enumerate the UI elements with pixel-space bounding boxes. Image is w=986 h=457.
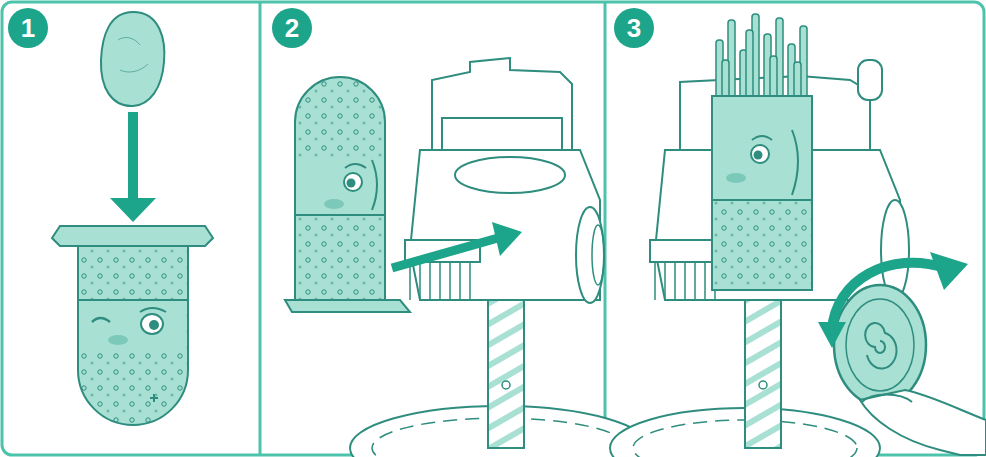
illustration-part	[140, 308, 166, 312]
chair-base	[610, 300, 880, 457]
illustration-part	[722, 60, 729, 100]
illustration-part	[794, 62, 801, 100]
step-number: 2	[272, 8, 312, 48]
illustration-part	[746, 30, 753, 100]
illustration-part	[110, 198, 156, 222]
illustration-part	[295, 77, 385, 300]
illustration-part	[712, 199, 812, 201]
illustration-part	[150, 394, 158, 402]
illustration-part	[78, 242, 188, 425]
illustration-part	[285, 300, 410, 312]
illustration-part	[576, 207, 604, 303]
illustration-part	[751, 145, 769, 163]
illustration-part	[858, 60, 882, 100]
illustration-part	[78, 299, 188, 301]
illustration-part	[930, 252, 968, 290]
illustration-part	[392, 238, 498, 268]
chair-base	[350, 300, 650, 457]
illustration-part	[792, 130, 798, 195]
illustration-part	[860, 390, 986, 455]
illustration-part	[865, 323, 896, 369]
figure-with-hair	[712, 14, 812, 290]
chair	[405, 58, 604, 303]
illustration-part	[655, 262, 715, 300]
illustration-part	[846, 299, 914, 391]
illustration-part	[118, 38, 148, 72]
illustration-part	[862, 395, 912, 403]
illustration-part	[324, 199, 344, 209]
illustration-part	[297, 158, 383, 214]
illustration-part	[818, 322, 846, 348]
illustration-part	[8, 8, 48, 48]
illustration-part	[128, 112, 138, 202]
illustration-part	[345, 164, 366, 168]
illustration-part	[80, 302, 186, 350]
step-number: 1	[8, 8, 48, 48]
illustration-part	[712, 96, 812, 290]
illustration-part	[410, 262, 470, 300]
illustration-part	[295, 214, 385, 216]
illustration-part	[770, 56, 777, 100]
illustration-part	[78, 242, 188, 425]
illustration-part	[272, 8, 312, 48]
chair	[650, 60, 900, 300]
illustration-part	[442, 118, 562, 150]
dough-ball	[101, 12, 164, 106]
illustration-part	[92, 318, 110, 322]
illustration-part	[410, 150, 600, 300]
illustration-part	[455, 157, 565, 193]
illustration-part	[52, 226, 213, 246]
illustration-part	[754, 151, 763, 160]
illustration-part	[101, 12, 164, 106]
illustration-part	[759, 381, 767, 389]
illustration-part	[432, 58, 572, 150]
illustration-part	[259, 2, 262, 455]
illustration-part	[344, 173, 362, 191]
illustration-part	[141, 314, 163, 334]
illustration-part	[347, 179, 356, 188]
crank-disk	[834, 200, 986, 455]
illustration-part	[712, 200, 812, 290]
rotate-arrow	[818, 252, 968, 348]
illustration-part	[604, 2, 607, 455]
illustration-part	[614, 8, 654, 48]
illustration-part	[108, 335, 128, 345]
illustration-part	[149, 320, 159, 330]
illustration-part	[832, 263, 945, 330]
figure-mold	[52, 226, 213, 425]
step-number: 3	[614, 8, 654, 48]
illustration-part	[726, 173, 746, 183]
illustration-part	[372, 160, 377, 210]
insert-arrow	[392, 222, 522, 268]
illustration-part	[502, 381, 510, 389]
illustration-part	[834, 285, 926, 405]
figure-mold	[285, 77, 410, 312]
illustration-part	[745, 300, 781, 448]
illustration-part	[295, 77, 385, 300]
illustration-part	[488, 300, 524, 448]
illustration-part	[592, 225, 604, 285]
illustration-part	[650, 240, 720, 262]
illustration-part	[752, 136, 772, 140]
illustration-part	[492, 222, 522, 256]
illustration-part	[716, 14, 807, 100]
down-arrow	[110, 112, 156, 222]
